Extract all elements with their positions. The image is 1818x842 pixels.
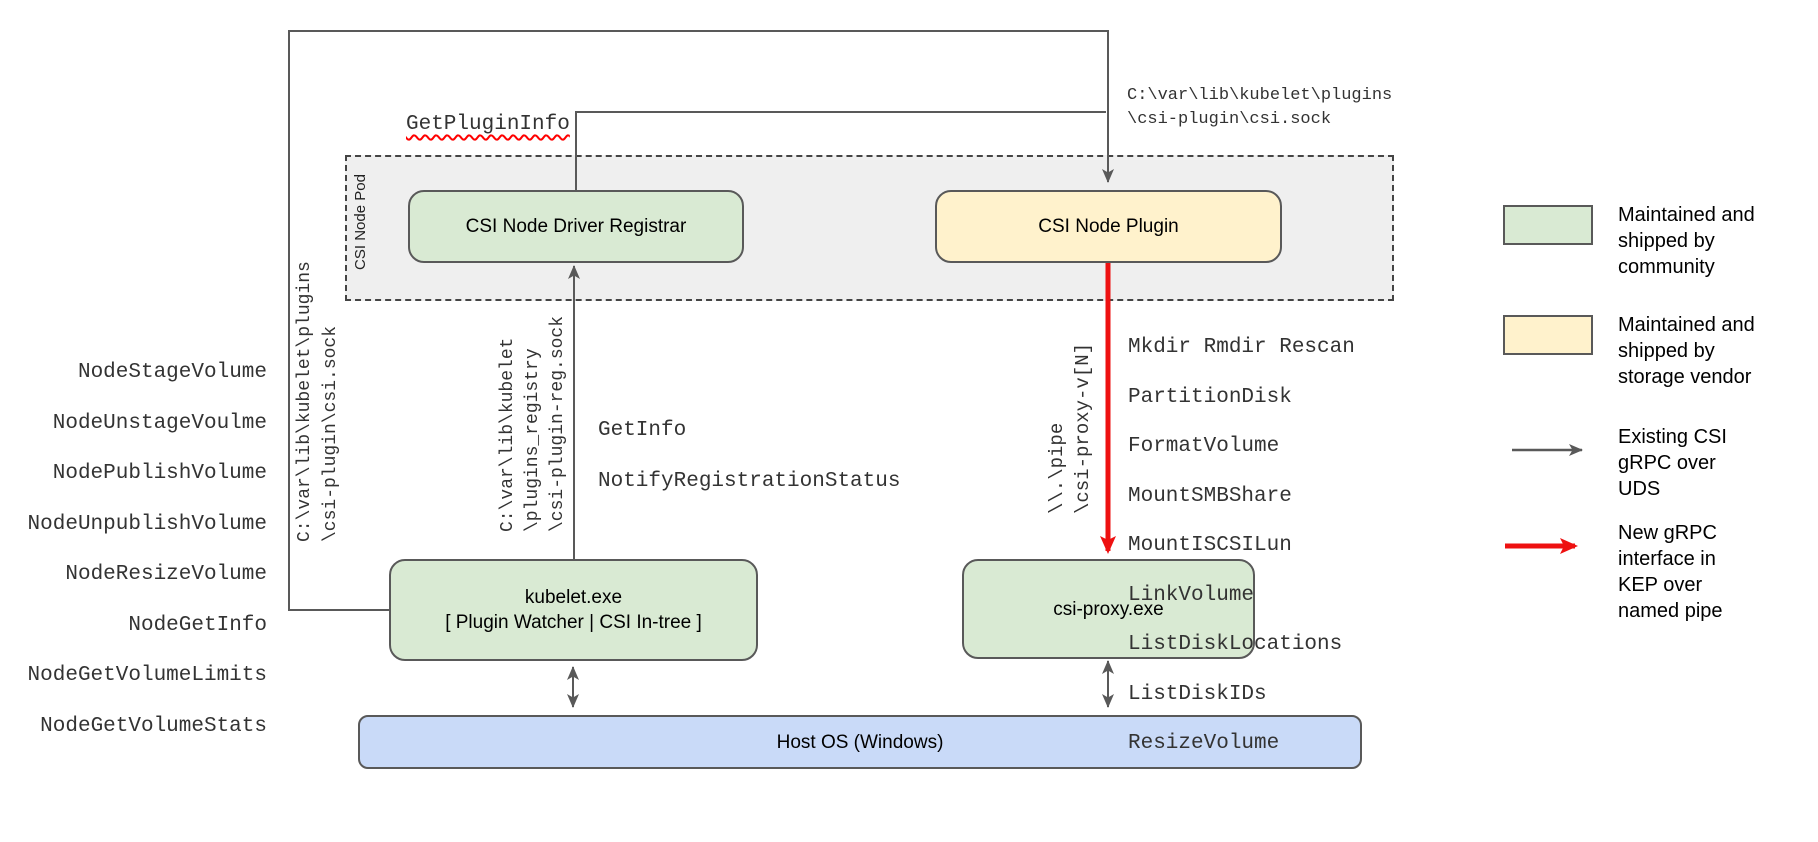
legend-label-new-grpc: New gRPC interface in KEP over named pip… xyxy=(1618,522,1723,622)
box-kubelet: kubelet.exe [ Plugin Watcher | CSI In-tr… xyxy=(389,559,758,661)
list-item: MountISCSILun xyxy=(1128,534,1292,557)
list-item: MountSMBShare xyxy=(1128,484,1292,508)
list-csi-proxy-rpcs: Mkdir Rmdir Rescan PartitionDisk FormatV… xyxy=(1128,312,1355,781)
list-item: GetInfo xyxy=(598,419,687,442)
list-item: ListDiskLocations xyxy=(1128,633,1343,656)
box-csi-node-plugin: CSI Node Plugin xyxy=(935,190,1282,263)
label-csi-sock-path: C:\var\lib\kubelet\plugins \csi-plugin\c… xyxy=(1127,86,1393,129)
legend-label-vendor: Maintained and shipped by storage vendor xyxy=(1618,314,1755,388)
legend-swatch-vendor xyxy=(1503,315,1593,355)
legend-swatch-community xyxy=(1503,205,1593,245)
list-item: Mkdir Rmdir Rescan xyxy=(1128,336,1355,359)
legend-label-existing-grpc: Existing CSI gRPC over UDS xyxy=(1618,426,1727,500)
list-item: NotifyRegistrationStatus xyxy=(598,470,901,493)
list-item: NodeStageVolume xyxy=(77,361,267,384)
label-get-plugin-info: GetPluginInfo xyxy=(406,113,570,136)
list-item: ResizeVolume xyxy=(1128,732,1280,755)
list-registration-rpcs: GetInfo NotifyRegistrationStatus xyxy=(598,394,900,519)
legend-gray-arrow-icon xyxy=(1512,444,1583,456)
list-item: NodeGetVolumeStats xyxy=(40,714,267,738)
list-item: LinkVolume xyxy=(1128,583,1255,607)
list-item: NodeGetInfo xyxy=(128,613,267,637)
list-item: NodeResizeVolume xyxy=(65,563,267,586)
list-node-rpcs: NodeStageVolume NodeUnstageVoulme NodePu… xyxy=(20,336,267,763)
label-registry-sock-path-vertical: C:\var\lib\kubelet \plugins_registry \cs… xyxy=(498,315,568,532)
legend-label-community: Maintained and shipped by community xyxy=(1618,204,1755,278)
box-csi-node-driver-registrar: CSI Node Driver Registrar xyxy=(408,190,744,263)
list-item: NodeGetVolumeLimits xyxy=(27,664,267,687)
csi-node-pod-label: CSI Node Pod xyxy=(352,174,369,270)
box-host-os: Host OS (Windows) xyxy=(358,715,1362,769)
list-item: FormatVolume xyxy=(1128,435,1280,458)
legend-red-arrow-icon xyxy=(1505,538,1578,554)
list-item: PartitionDisk xyxy=(1128,385,1292,409)
list-item: NodeUnstageVoulme xyxy=(52,411,267,435)
list-item: NodePublishVolume xyxy=(52,462,267,485)
list-item: ListDiskIDs xyxy=(1128,682,1267,706)
label-csi-sock-path-vertical: C:\var\lib\kubelet\plugins \csi-plugin\c… xyxy=(295,261,341,542)
list-item: NodeUnpublishVolume xyxy=(27,512,267,536)
label-named-pipe-vertical: \\.\pipe \csi-proxy-v[N] xyxy=(1046,342,1094,514)
